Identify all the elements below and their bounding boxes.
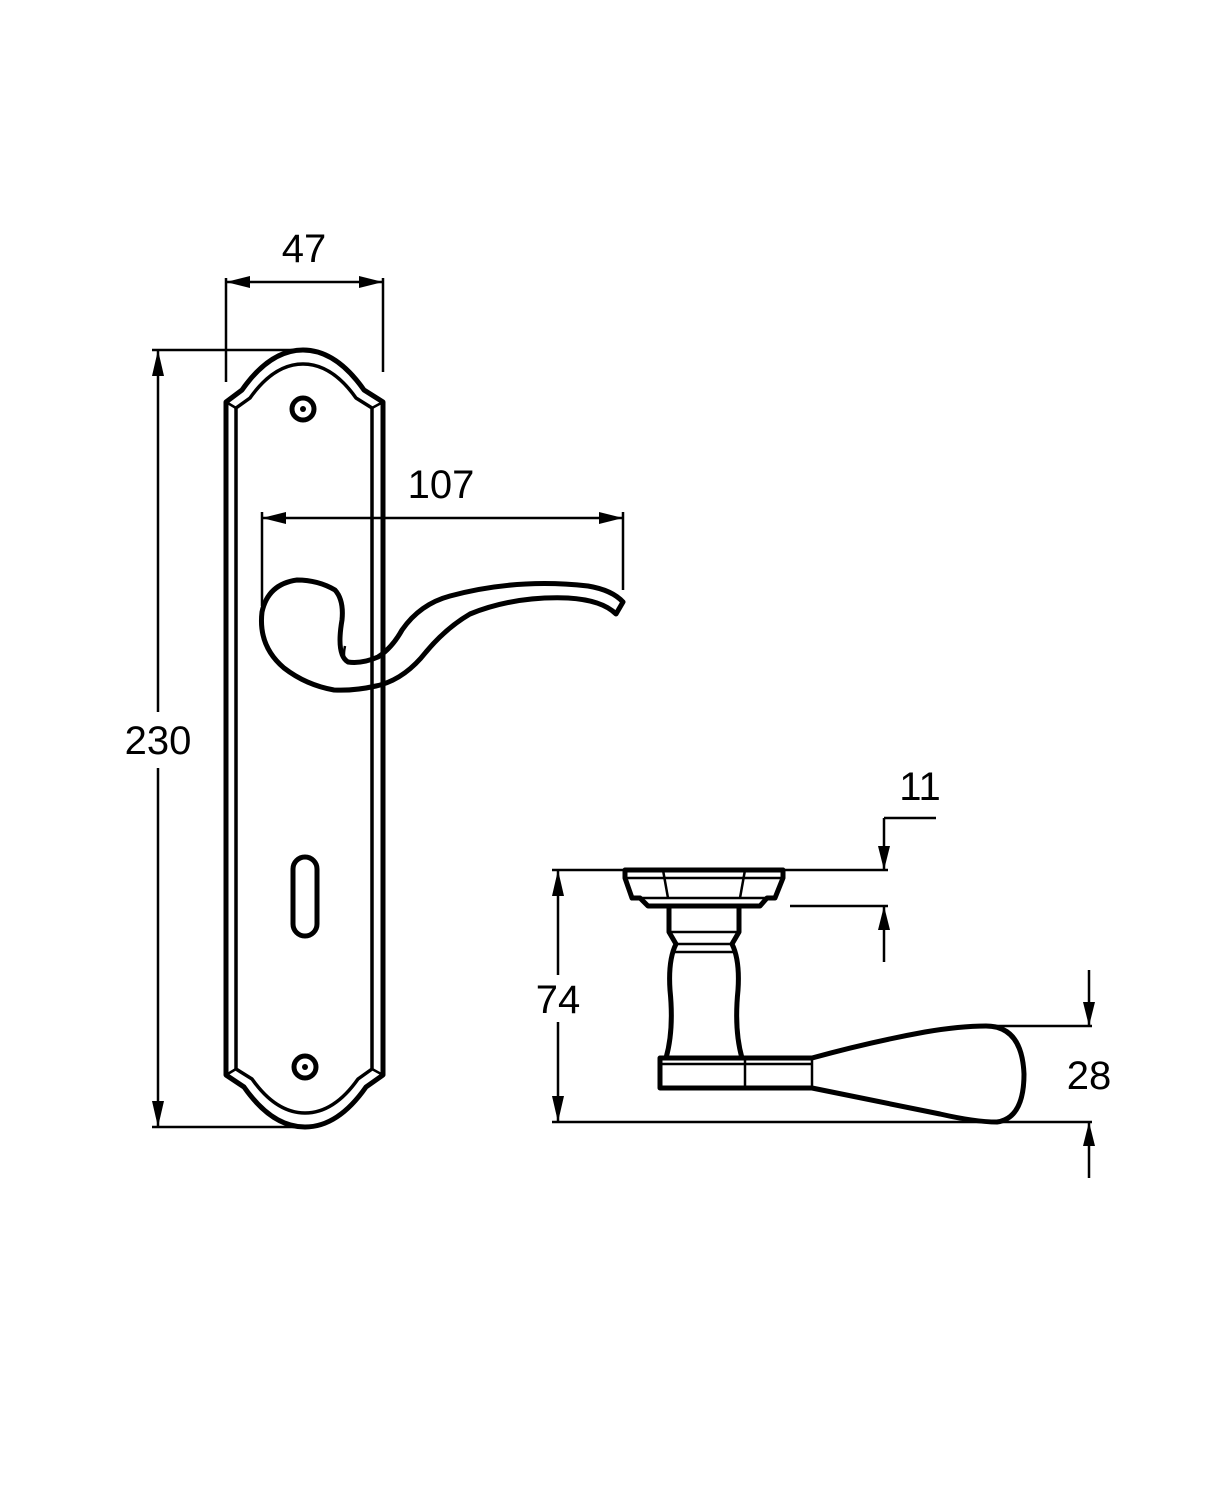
dimension-plate-height: 230 bbox=[125, 348, 300, 1129]
grip-thickness-label: 28 bbox=[1067, 1054, 1112, 1098]
keyhole-slot bbox=[290, 854, 320, 939]
backplate-inner-outline bbox=[234, 362, 374, 1115]
backplate-front-view bbox=[223, 347, 386, 1130]
dimension-lever-projection-front: 107 bbox=[260, 463, 625, 606]
lever-grip-side bbox=[657, 1023, 1027, 1125]
lever-outline bbox=[258, 577, 626, 693]
dimension-plate-width: 47 bbox=[224, 227, 385, 382]
plate-height-label: 230 bbox=[125, 719, 192, 763]
lever-front-view bbox=[258, 577, 626, 693]
rose-side bbox=[622, 867, 786, 909]
lever-scroll-curl bbox=[342, 645, 349, 664]
lever-projection-side-label: 74 bbox=[536, 978, 581, 1022]
backplate-outer-outline bbox=[223, 347, 386, 1130]
dimension-lever-projection-side: 74 bbox=[536, 868, 996, 1124]
plate-width-label: 47 bbox=[282, 227, 327, 271]
dimension-rose-thickness: 11 bbox=[610, 765, 941, 962]
neck-side bbox=[663, 903, 745, 1061]
top-screw-hole bbox=[289, 395, 317, 423]
dimension-grip-thickness: 28 bbox=[990, 970, 1111, 1178]
handle-side-view bbox=[622, 867, 1027, 1125]
rose-thickness-label: 11 bbox=[899, 765, 941, 809]
bottom-screw-hole bbox=[291, 1053, 319, 1081]
lever-projection-front-label: 107 bbox=[408, 463, 475, 507]
